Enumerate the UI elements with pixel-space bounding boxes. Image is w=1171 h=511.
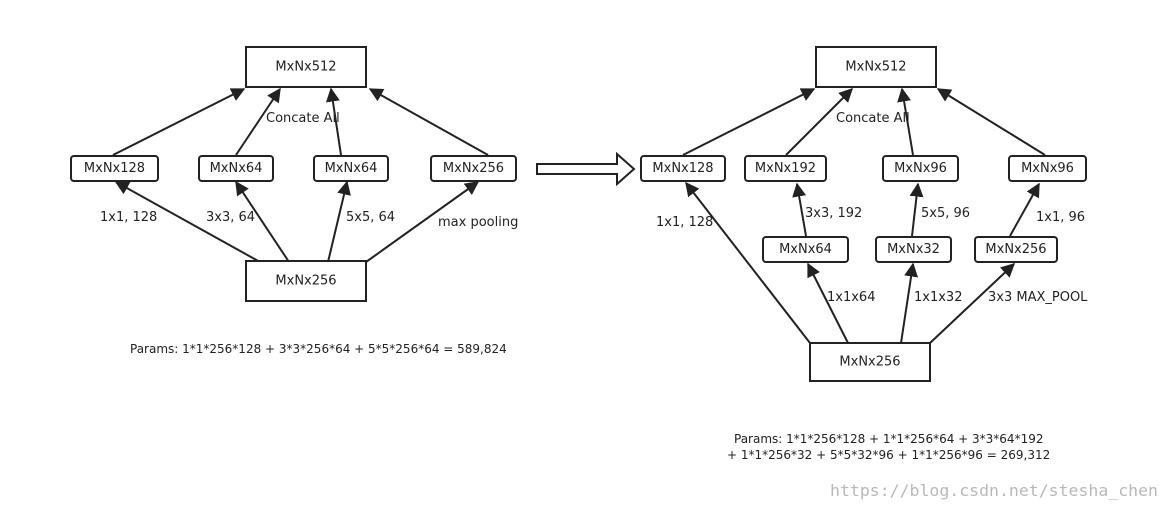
transition-arrow-icon: [536, 151, 636, 187]
left-mid-node-4: MxNx256: [430, 155, 517, 182]
right-upper-label-2: 3x3, 192: [805, 206, 862, 221]
edge-left-bottom-mid4: [365, 181, 480, 263]
watermark-text: https://blog.csdn.net/stesha_chen: [830, 481, 1158, 500]
edge-right-mid2-top: [785, 88, 853, 156]
right-upper-label-1: 1x1, 128: [656, 215, 713, 230]
left-edge-label-4: max pooling: [438, 215, 518, 230]
right-reduce-node-3: MxNx256: [974, 236, 1058, 263]
right-lower-label-2: 1x1x32: [914, 290, 962, 305]
left-concat-label: Concate All: [266, 111, 340, 126]
right-reduce-node-1: MxNx64: [762, 236, 849, 263]
edge-left-bottom-mid1: [114, 181, 261, 263]
right-mid-node-1-label: MxNx128: [652, 161, 713, 176]
right-upper-label-3: 5x5, 96: [921, 206, 970, 221]
right-reduce-node-2: MxNx32: [875, 236, 952, 263]
left-mid-node-4-label: MxNx256: [443, 161, 504, 176]
edge-right-reduce2-mid3: [909, 182, 924, 237]
left-diagram: MxNx512 Concate All MxNx128 MxNx64 MxNx6…: [70, 46, 518, 356]
left-top-node-label: MxNx512: [275, 60, 336, 75]
edge-right-bottom-reduce2: [900, 262, 919, 344]
edge-right-mid3-top: [897, 87, 914, 156]
right-upper-label-4: 1x1, 96: [1036, 210, 1085, 225]
right-mid-node-3-label: MxNx96: [894, 161, 947, 176]
left-edge-label-3: 5x5, 64: [346, 210, 395, 225]
right-reduce-node-3-label: MxNx256: [985, 242, 1046, 257]
left-bottom-node-label: MxNx256: [275, 274, 336, 289]
right-top-node-label: MxNx512: [845, 60, 906, 75]
right-concat-label: Concate All: [836, 111, 910, 126]
right-top-node: MxNx512: [815, 46, 937, 88]
right-bottom-node: MxNx256: [809, 342, 931, 382]
right-mid-node-2: MxNx192: [744, 155, 827, 182]
right-diagram: MxNx512 Concate All MxNx128 MxNx192 MxNx…: [640, 46, 1088, 462]
left-mid-node-2-label: MxNx64: [210, 161, 263, 176]
right-bottom-node-label: MxNx256: [839, 355, 900, 370]
edge-left-bottom-mid3: [327, 180, 351, 263]
left-top-node: MxNx512: [245, 46, 367, 88]
right-mid-node-4: MxNx96: [1008, 155, 1087, 182]
edge-right-reduce3-mid4: [1009, 182, 1040, 237]
edge-right-mid1-top: [682, 88, 816, 156]
right-params-line-1: Params: 1*1*256*128 + 1*1*256*64 + 3*3*6…: [734, 432, 1043, 446]
left-mid-node-3: MxNx64: [313, 155, 389, 182]
right-mid-node-4-label: MxNx96: [1021, 161, 1074, 176]
right-reduce-node-1-label: MxNx64: [779, 242, 832, 257]
right-lower-label-1: 1x1x64: [827, 290, 875, 305]
left-params-text: Params: 1*1*256*128 + 3*3*256*64 + 5*5*2…: [130, 342, 507, 356]
right-mid-node-1: MxNx128: [640, 155, 726, 182]
edge-left-mid4-top: [368, 88, 489, 156]
edge-right-bottom-reduce3: [929, 263, 1016, 344]
edge-left-mid1-top: [112, 88, 246, 156]
right-mid-node-3: MxNx96: [882, 155, 959, 182]
right-reduce-node-2-label: MxNx32: [887, 242, 940, 257]
left-bottom-node: MxNx256: [245, 260, 367, 302]
left-mid-node-1: MxNx128: [70, 155, 159, 182]
edge-right-mid4-top: [936, 88, 1046, 156]
left-edge-label-1: 1x1, 128: [100, 210, 157, 225]
edge-left-mid3-top: [325, 87, 342, 156]
right-params-line-2: + 1*1*256*32 + 5*5*32*96 + 1*1*256*96 = …: [727, 448, 1050, 462]
edge-left-bottom-mid2: [235, 180, 290, 263]
left-mid-node-2: MxNx64: [198, 155, 274, 182]
edge-right-reduce1-mid2: [792, 182, 807, 237]
left-mid-node-1-label: MxNx128: [84, 161, 145, 176]
edge-right-bottom-mid1: [685, 181, 811, 344]
edge-left-mid2-top: [235, 87, 281, 156]
right-lower-label-3: 3x3 MAX_POOL: [988, 290, 1088, 305]
left-edge-label-2: 3x3, 64: [206, 210, 255, 225]
left-mid-node-3-label: MxNx64: [325, 161, 378, 176]
edge-right-bottom-reduce1: [807, 262, 849, 344]
right-mid-node-2-label: MxNx192: [755, 161, 816, 176]
